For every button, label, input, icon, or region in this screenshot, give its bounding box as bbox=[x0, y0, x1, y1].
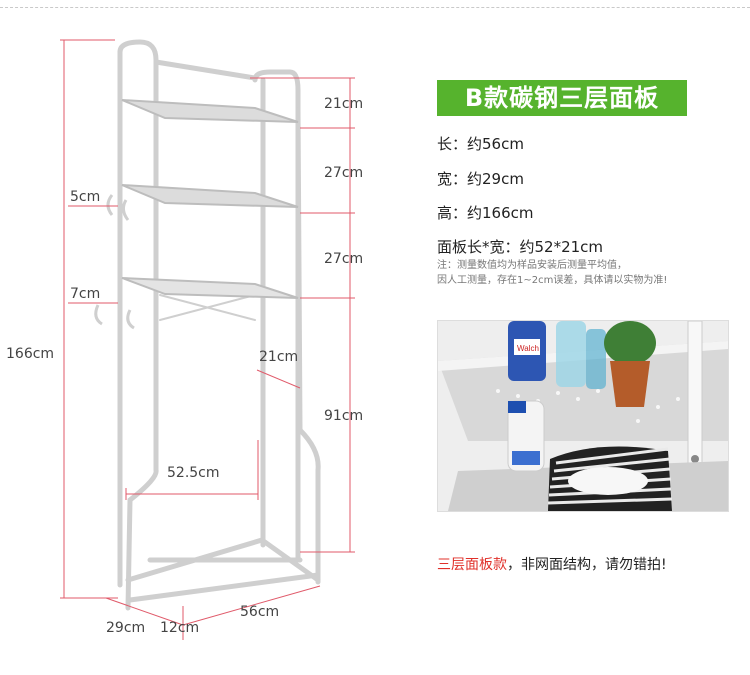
plant-pot bbox=[610, 361, 650, 407]
left-front-post bbox=[117, 39, 159, 611]
photo-illustration: Walch bbox=[438, 321, 728, 511]
striped-basket bbox=[547, 446, 673, 511]
plant-foliage bbox=[604, 321, 656, 365]
bottle-teal bbox=[586, 329, 606, 389]
bottle-clear bbox=[556, 321, 586, 387]
dim-label-base-depth: 29cm bbox=[106, 620, 146, 636]
shelf-middle bbox=[121, 184, 299, 208]
dim-label-foot-depth: 12cm bbox=[160, 620, 200, 636]
top-rail bbox=[153, 59, 258, 81]
note-line-1: 注：测量数值均为样品安装后测量平均值， bbox=[437, 260, 627, 271]
spec-height: 高：约166cm bbox=[437, 204, 534, 222]
dim-base bbox=[105, 585, 321, 640]
top-dashed-divider bbox=[0, 7, 750, 8]
dim-hooks bbox=[68, 205, 118, 304]
shelves bbox=[121, 99, 299, 299]
dim-label-base-width: 56cm bbox=[240, 604, 280, 620]
dim-label-hook-top: 5cm bbox=[70, 189, 101, 205]
hook-upper-1 bbox=[106, 194, 114, 216]
base-frame bbox=[125, 537, 321, 603]
product-title-banner: B款碳钢三层面板 bbox=[437, 80, 687, 116]
dim-label-hook-low: 7cm bbox=[70, 286, 101, 302]
spec-panel-size: 面板长*宽：约52*21cm bbox=[437, 238, 604, 256]
product-photo: Walch bbox=[437, 320, 729, 512]
dim-label-shelf-gap-low: 27cm bbox=[324, 251, 364, 267]
spec-length: 长：约56cm bbox=[437, 135, 524, 153]
dim-total-height bbox=[60, 39, 118, 599]
dim-label-shelf-gap-top: 21cm bbox=[324, 96, 364, 112]
dim-label-leg-height: 91cm bbox=[324, 408, 364, 424]
dim-depth bbox=[256, 369, 301, 389]
hook-lower-2 bbox=[126, 309, 135, 330]
dim-label-total-height: 166cm bbox=[6, 346, 55, 362]
dim-inner-width bbox=[125, 440, 259, 500]
shelf-bottom bbox=[121, 277, 299, 299]
hook-upper-2 bbox=[121, 199, 130, 221]
right-front-post bbox=[260, 77, 321, 585]
rack-frame bbox=[117, 39, 321, 611]
hooks bbox=[94, 194, 135, 330]
dim-right-heights bbox=[250, 77, 355, 553]
spec-width: 宽：约29cm bbox=[437, 170, 524, 188]
bottom-notice-rest: ，非网面结构，请勿错拍! bbox=[507, 557, 667, 573]
right-rear-post bbox=[252, 69, 301, 563]
dimension-lines bbox=[60, 39, 355, 640]
dim-label-shelf-gap-mid: 27cm bbox=[324, 165, 364, 181]
hook-lower-1 bbox=[94, 304, 103, 326]
note-line-2: 因人工测量，存在1~2cm误差，具体请以实物为准! bbox=[437, 275, 668, 286]
cross-brace bbox=[159, 294, 256, 321]
bottle-blue-label: Walch bbox=[517, 344, 539, 353]
shelf-top bbox=[121, 99, 299, 123]
bottom-notice-highlight: 三层面板款 bbox=[437, 557, 507, 573]
bottom-notice: 三层面板款，非网面结构，请勿错拍! bbox=[437, 554, 667, 574]
dim-label-inner-width: 52.5cm bbox=[167, 465, 220, 481]
dim-label-shelf-depth: 21cm bbox=[259, 349, 299, 365]
